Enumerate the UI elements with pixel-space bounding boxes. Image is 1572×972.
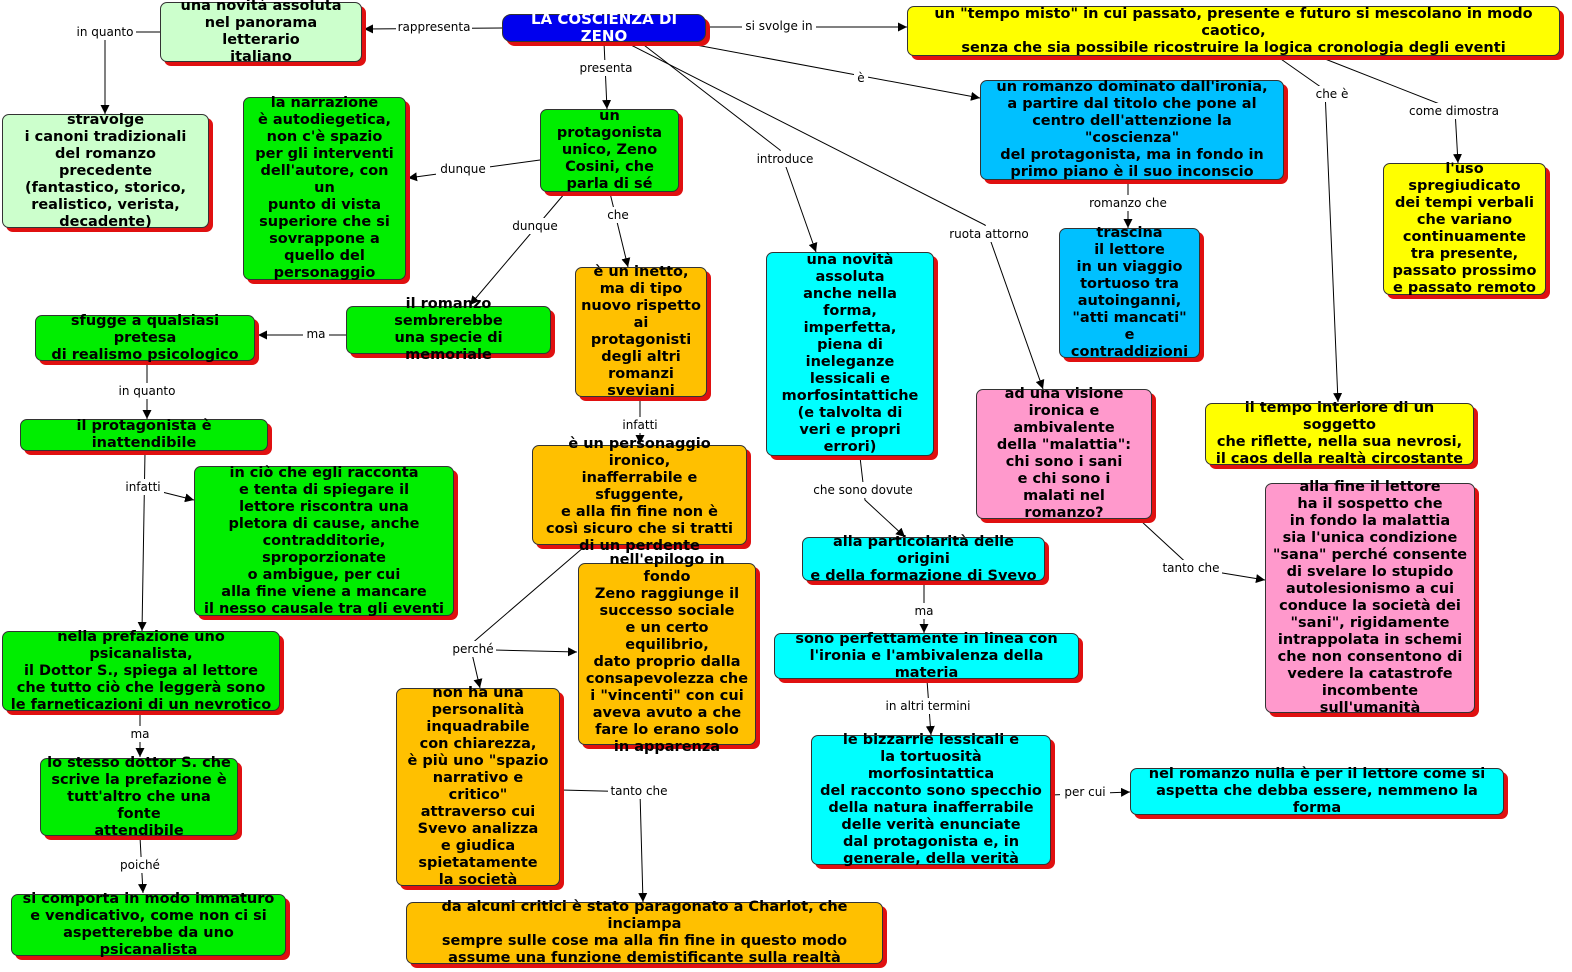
link-perche [469,546,585,689]
label-infatti-1: infatti [125,480,160,494]
label-che: che [607,208,629,222]
link-introduce [639,41,818,253]
link-dunque-2 [469,192,566,306]
label-infatti-2: infatti [622,418,657,432]
label-rappresenta: rappresenta [398,20,471,34]
node-nulla: nel romanzo nulla è per il lettore come … [1130,766,1504,816]
node-visione: ad una visione ironica e ambivalente del… [976,386,1152,521]
label-romanzo-che: romanzo che [1089,196,1167,210]
label-in-altri-termini: in altri termini [885,699,970,713]
link-in-quanto-1 [100,31,160,114]
label-presenta: presenta [580,61,633,75]
link-che [609,192,631,268]
node-spregiudicato: l'uso spregiudicato dei tempi verbali ch… [1383,161,1546,296]
link-e [679,41,981,101]
node-forma: una novità assoluta anche nella forma, i… [766,252,934,456]
label-tanto-che-1: tanto che [610,784,667,798]
node-tempo: un "tempo misto" in cui passato, present… [907,6,1560,56]
link-che-e [1277,56,1343,403]
node-immaturo: si comporta in modo immaturo e vendicati… [11,891,286,958]
node-protagonista: un protagonista unico, Zeno Cosini, che … [540,108,679,192]
node-ironico: è un personaggio ironico, inafferrabile … [532,436,747,554]
node-novita: una novità assoluta nel panorama lettera… [160,0,362,65]
node-charlot: da alcuni critici è stato paragonato a C… [406,899,883,966]
node-dottor: lo stesso dottor S. che scrive la prefaz… [40,755,238,839]
node-inattendibile: il protagonista è inattendibile [20,418,268,451]
node-trascina: trascina il lettore in un viaggio tortuo… [1059,225,1200,360]
label-tanto-che-2: tanto che [1162,561,1219,575]
label-e: è [857,71,864,85]
label-si-svolge-in: si svolge in [745,19,812,33]
label-che-e: che è [1316,87,1349,101]
label-dunque-1: dunque [440,162,485,176]
node-memoriale: il romanzo sembrerebbe una specie di mem… [346,296,551,363]
link-perche-b [493,647,578,657]
node-bizzarrie: le bizzarrie lessicali e la tortuosità m… [811,732,1051,867]
label-dunque-2: dunque [512,219,557,233]
link-infatti-1b [161,491,195,503]
node-ironia: un romanzo dominato dall'ironia, a parti… [980,79,1284,180]
label-ruota-attorno: ruota attorno [949,227,1029,241]
node-finale: alla fine il lettore ha il sospetto che … [1265,479,1475,716]
node-epilogo: nell'epilogo in fondo Zeno raggiunge il … [578,552,756,755]
link-infatti-1 [137,451,147,632]
node-stravolge: stravolge i canoni tradizionali del roma… [2,112,209,230]
node-linea: sono perfettamente in linea con l'ironia… [774,631,1079,681]
label-per-cui: per cui [1064,785,1105,799]
label-in-quanto-2: in quanto [119,384,176,398]
label-come-dimostra: come dimostra [1409,104,1499,118]
label-in-quanto-1: in quanto [77,25,134,39]
label-poiche: poiché [120,858,160,872]
label-ma-3: ma [914,604,933,618]
label-ma-2: ma [130,727,149,741]
label-ma-1: ma [306,327,325,341]
link-ruota-attorno [624,41,1045,390]
label-perche: perché [452,642,493,656]
node-sfugge: sfugge a qualsiasi pretesa di realismo p… [35,313,255,363]
label-introduce: introduce [757,152,814,166]
link-tanto-che-1 [560,789,648,903]
label-che-sono-dovute: che sono dovute [813,483,913,497]
node-narrazione: la narrazione è autodiegetica, non c'è s… [243,95,406,281]
node-interiore: il tempo interiore di un soggetto che ri… [1205,400,1474,467]
node-racconta: in ciò che egli racconta e tenta di spie… [194,465,454,617]
node-title: LA COSCIENZA DI ZENO [502,11,706,45]
node-inetto: è un inetto, ma di tipo nuovo rispetto a… [575,264,707,399]
link-che-sono-dovute [859,456,906,538]
node-origini: alla particolarità delle origini e della… [802,534,1045,584]
node-prefazione: nella prefazione uno psicanalista, il Do… [2,629,280,713]
node-personalita: non ha una personalità inquadrabile con … [396,685,560,888]
